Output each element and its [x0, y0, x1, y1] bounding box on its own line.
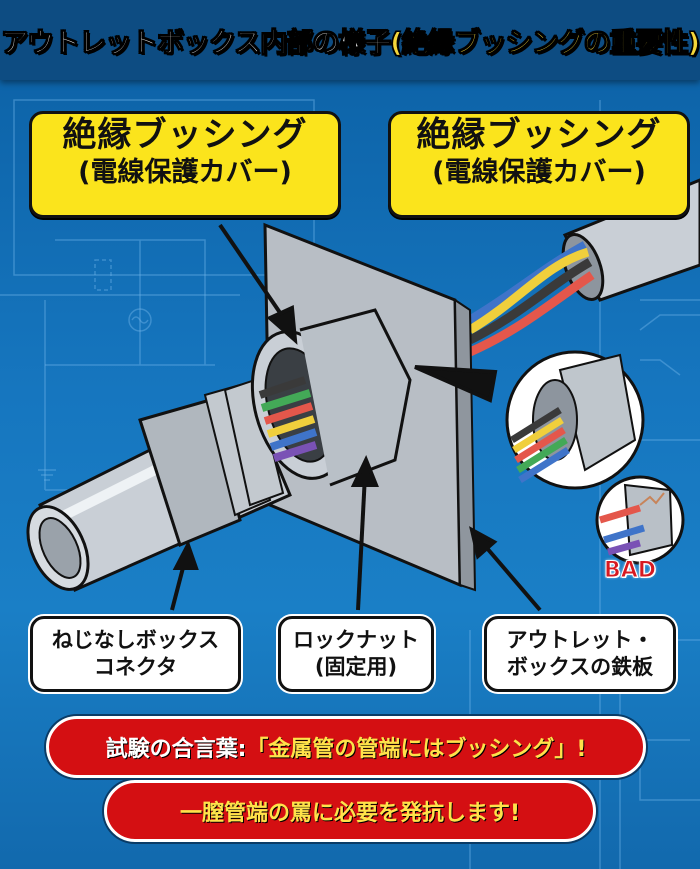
pointer-arrows [170, 223, 542, 612]
callout-bushing-right: 絶縁ブッシング (電線保護カバー) [388, 111, 690, 218]
inset-good [505, 350, 645, 490]
inset-bad [595, 475, 685, 565]
label-locknut: ロックナット (固定用) [278, 616, 434, 692]
title-bar: アウトレットボックス内部の様子(絶縁ブッシングの重要性) [0, 0, 700, 80]
illustration [0, 99, 700, 869]
callout-title: 絶縁ブッシング [62, 115, 308, 155]
title-main: アウトレットボックス内部の様子 [1, 27, 392, 59]
slogan-text: 「金属管の管端にはブッシング」! [246, 737, 587, 762]
cable-sheath [467, 178, 700, 357]
exam-slogan-banner: 試験の合言葉:「金属管の管端にはブッシング」! [46, 716, 646, 778]
label-box-plate: アウトレット・ ボックスの鉄板 [484, 616, 676, 692]
bad-label: BAD [603, 558, 657, 584]
label-line1: ロックナット [293, 628, 419, 652]
label-line2: (固定用) [314, 655, 398, 679]
label-line1: ねじなしボックス [51, 628, 220, 652]
note-banner: 一膣管端の罵に必要を発抗します! [104, 780, 596, 842]
callout-subtitle: (電線保護カバー) [78, 157, 292, 188]
label-line2: コネクタ [93, 655, 178, 679]
note-text: 一膣管端の罵に必要を発抗します! [179, 801, 521, 826]
callout-subtitle: (電線保護カバー) [432, 157, 646, 188]
label-line2: ボックスの鉄板 [506, 655, 654, 679]
page-title: アウトレットボックス内部の様子(絶縁ブッシングの重要性) [1, 21, 700, 60]
connector [26, 308, 412, 592]
title-highlight: (絶縁ブッシングの重要性) [390, 27, 700, 59]
label-line1: アウトレット・ [506, 628, 654, 652]
label-connector: ねじなしボックス コネクタ [30, 616, 241, 692]
callout-bushing-left: 絶縁ブッシング (電線保護カバー) [29, 111, 341, 218]
callout-title: 絶縁ブッシング [416, 115, 662, 155]
slogan-prefix: 試験の合言葉: [105, 737, 247, 762]
